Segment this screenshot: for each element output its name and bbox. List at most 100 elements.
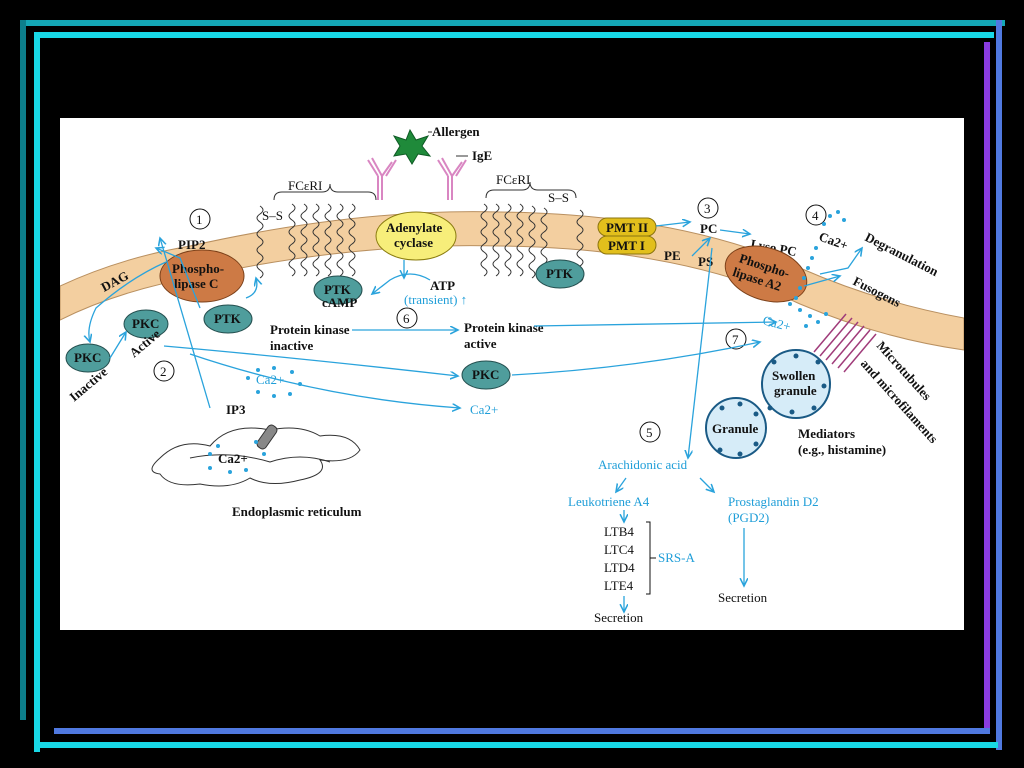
pkc-active-label: PKC [132, 316, 159, 331]
step-circle-7: 7 [725, 328, 747, 350]
frame-bar-top-blue [34, 32, 994, 38]
frame-bar-left-cyan [34, 32, 40, 752]
svg-text:7: 7 [732, 332, 739, 347]
receptor-helices-left [256, 203, 356, 279]
mast-cell-activation-diagram: Allergen IgE FCεRI FCεRI S–S S–S 1 2 3 4… [60, 124, 964, 625]
pkc-cytosol-label: PKC [472, 367, 499, 382]
ptk-middle-label: PTK [324, 282, 352, 297]
pgd2-label: (PGD2) [728, 510, 769, 525]
svg-text:1: 1 [196, 212, 203, 227]
pathway-arrows [89, 222, 862, 612]
pk-active-label-1: Protein kinase [464, 320, 544, 335]
step-circle-3: 3 [697, 197, 719, 219]
pe-label: PE [664, 248, 681, 263]
frame-bar-top-cyan [20, 20, 1005, 26]
swollen-granule-label-1: Swollen [772, 368, 816, 383]
receptor-bracket-left [273, 183, 377, 201]
receptor-bracket-right [485, 181, 577, 199]
pk-inactive-label-1: Protein kinase [270, 322, 350, 337]
ptk-right-label: PTK [546, 266, 574, 281]
granule-dots [717, 401, 759, 457]
step-circle-5: 5 [639, 421, 661, 443]
swollen-granule-dots [767, 353, 827, 415]
step-circle-1: 1 [189, 208, 211, 230]
svg-text:4: 4 [812, 208, 819, 223]
adenylate-cyclase [375, 211, 457, 261]
ltc4-label: LTC4 [604, 542, 634, 557]
ip3-label: IP3 [226, 402, 246, 417]
disulfide-label-left: S–S [262, 208, 283, 223]
swollen-granule-label-2: granule [774, 383, 817, 398]
lte4-label: LTE4 [604, 578, 634, 593]
allergen-label: Allergen [432, 124, 480, 139]
adenylate-cyclase-label-2: cyclase [394, 235, 433, 250]
frame-bar-right-purple [984, 42, 990, 732]
pkc-inactive-label: PKC [74, 350, 101, 365]
pmt-ii-label: PMT II [606, 220, 648, 235]
ca-er-label: Ca2+ [218, 451, 248, 466]
ptk-left-label: PTK [214, 311, 242, 326]
endoplasmic-reticulum-label: Endoplasmic reticulum [232, 504, 362, 519]
receptor-label-left: FCεRI [288, 178, 322, 193]
camp-label: cAMP [322, 295, 357, 310]
mediators-label-1: Mediators [798, 426, 855, 441]
ca-top-label: Ca2+ [817, 229, 850, 253]
degranulation-label: Degranulation [863, 229, 942, 279]
leukotriene-label: Leukotriene A4 [568, 494, 650, 509]
arachidonic-acid-label: Arachidonic acid [598, 457, 688, 472]
diagram-panel: Allergen IgE FCεRI FCεRI S–S S–S 1 2 3 4… [60, 118, 964, 630]
atp-label: ATP [430, 278, 455, 293]
pk-active-label-2: active [464, 336, 497, 351]
calcium-dots-er [208, 440, 266, 474]
ca-released-label: Ca2+ [470, 402, 498, 417]
secretion-left-label: Secretion [594, 610, 644, 625]
step-circle-2: 2 [153, 360, 175, 382]
allergen-star [392, 128, 432, 165]
secretion-right-label: Secretion [718, 590, 768, 605]
ptk-middle [313, 275, 363, 305]
ige-antibody-right [437, 157, 467, 200]
step-circle-6: 6 [396, 307, 418, 329]
srs-a-label: SRS-A [658, 550, 695, 565]
ltd4-label: LTD4 [604, 560, 635, 575]
ige-antibody-left [367, 157, 397, 200]
frame-bar-bottom-blue [54, 728, 990, 734]
endoplasmic-reticulum [151, 427, 361, 487]
pc-label: PC [700, 221, 717, 236]
mediators-label-2: (e.g., histamine) [798, 442, 886, 457]
svg-text:2: 2 [160, 364, 167, 379]
granule-label: Granule [712, 421, 758, 436]
pmt-i [597, 235, 657, 255]
microtubules-filaments [813, 313, 877, 373]
ca-near-a2-label: Ca2+ [761, 312, 792, 334]
transient-label: (transient) ↑ [404, 292, 467, 307]
ige-label: IgE [472, 148, 492, 163]
disulfide-label-right: S–S [548, 190, 569, 205]
pkc-cytosol [461, 360, 511, 390]
step-circle-4: 4 [805, 204, 827, 226]
phospholipase-c-label-1: Phospho- [172, 261, 224, 276]
ptk-left [203, 304, 253, 334]
swollen-granule [761, 349, 831, 419]
calcium-dots-cytosol [246, 366, 302, 398]
pmt-i-label: PMT I [608, 238, 645, 253]
prostaglandin-label: Prostaglandin D2 [728, 494, 819, 509]
phospholipase-c [159, 249, 245, 303]
adenylate-cyclase-label-1: Adenylate [386, 220, 443, 235]
pkc-active [123, 309, 169, 339]
receptor-helices-right [480, 203, 584, 283]
ptk-right [535, 259, 585, 289]
phospholipase-a2 [724, 245, 808, 303]
phospholipase-c-label-2: lipase C [174, 276, 218, 291]
svg-text:5: 5 [646, 425, 653, 440]
svg-text:3: 3 [704, 201, 711, 216]
svg-text:6: 6 [403, 311, 410, 326]
ltb4-label: LTB4 [604, 524, 634, 539]
frame-bar-right-blue [996, 20, 1002, 750]
frame-bar-left-dark [20, 20, 26, 720]
pip2-label: PIP2 [178, 237, 205, 252]
pk-inactive-label-2: inactive [270, 338, 314, 353]
ip3-receptor-channel [256, 424, 278, 450]
frame-bar-bottom-cyan [40, 742, 998, 748]
calcium-dots-channel [788, 210, 846, 328]
